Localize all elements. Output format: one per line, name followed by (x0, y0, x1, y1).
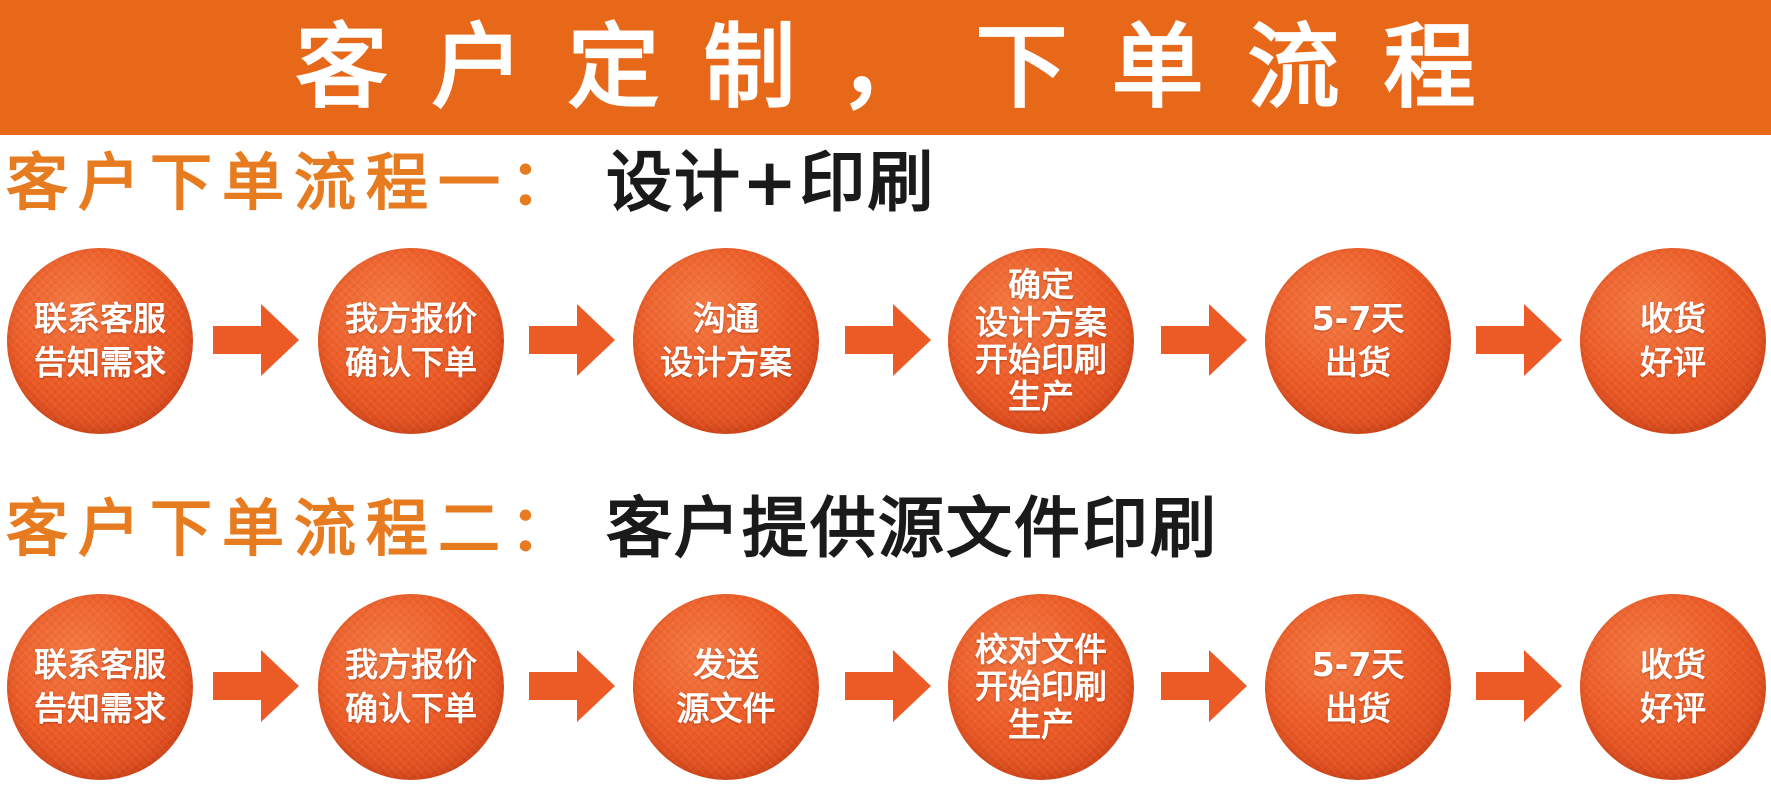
flow-two-step-ship: 5-7天 出货 (1265, 594, 1451, 780)
flow-one-step-quote-confirm: 我方报价 确认下单 (318, 248, 504, 434)
flow-one-steps: 联系客服 告知需求 我方报价 确认下单 沟通 设计方案 确定 设计方案 开始印刷… (0, 248, 1771, 436)
flow-one-heading-subject: 设计+印刷 (606, 144, 936, 221)
flow-two-step-receive-review: 收货 好评 (1580, 594, 1766, 780)
flow-one-heading: 客户下单流程一： 设计+印刷 (6, 140, 935, 226)
arrow-right-icon (1476, 650, 1562, 722)
title-banner: 客户定制，下单流程 (0, 0, 1771, 135)
step-label: 5-7天 出货 (1311, 645, 1405, 728)
step-label: 确定 设计方案 开始印刷 生产 (975, 265, 1107, 417)
flow-two-heading-subject: 客户提供源文件印刷 (606, 490, 1219, 567)
flow-two-heading-prefix: 客户下单流程二： (6, 492, 583, 565)
flow-two-steps: 联系客服 告知需求 我方报价 确认下单 发送 源文件 校对文件 开始印刷 生产 … (0, 594, 1771, 782)
step-label: 收货 好评 (1640, 645, 1706, 728)
step-label: 发送 源文件 (676, 645, 776, 728)
arrow-right-icon (1161, 304, 1247, 376)
page-title: 客户定制，下单流程 (295, 13, 1520, 121)
arrow-right-icon (845, 304, 931, 376)
arrow-right-icon (529, 304, 615, 376)
step-label: 沟通 设计方案 (660, 299, 792, 382)
flow-two-step-proof-print: 校对文件 开始印刷 生产 (948, 594, 1134, 780)
flow-one-step-receive-review: 收货 好评 (1580, 248, 1766, 434)
step-label: 我方报价 确认下单 (345, 299, 477, 382)
flow-two-step-send-source-file: 发送 源文件 (633, 594, 819, 780)
step-label: 联系客服 告知需求 (34, 299, 166, 382)
step-label: 5-7天 出货 (1311, 299, 1405, 382)
flow-one-step-ship: 5-7天 出货 (1265, 248, 1451, 434)
arrow-right-icon (529, 650, 615, 722)
step-label: 收货 好评 (1640, 299, 1706, 382)
flow-one-step-confirm-design-print: 确定 设计方案 开始印刷 生产 (948, 248, 1134, 434)
arrow-right-icon (213, 304, 299, 376)
arrow-right-icon (1161, 650, 1247, 722)
step-label: 联系客服 告知需求 (34, 645, 166, 728)
step-label: 我方报价 确认下单 (345, 645, 477, 728)
flow-one-step-contact-service: 联系客服 告知需求 (7, 248, 193, 434)
arrow-right-icon (213, 650, 299, 722)
flow-one-heading-prefix: 客户下单流程一： (6, 146, 583, 219)
arrow-right-icon (1476, 304, 1562, 376)
flow-two-heading: 客户下单流程二： 客户提供源文件印刷 (6, 486, 1218, 572)
step-label: 校对文件 开始印刷 生产 (975, 630, 1107, 744)
arrow-right-icon (845, 650, 931, 722)
flow-two-step-contact-service: 联系客服 告知需求 (7, 594, 193, 780)
flow-two-step-quote-confirm: 我方报价 确认下单 (318, 594, 504, 780)
flow-one-step-discuss-design: 沟通 设计方案 (633, 248, 819, 434)
